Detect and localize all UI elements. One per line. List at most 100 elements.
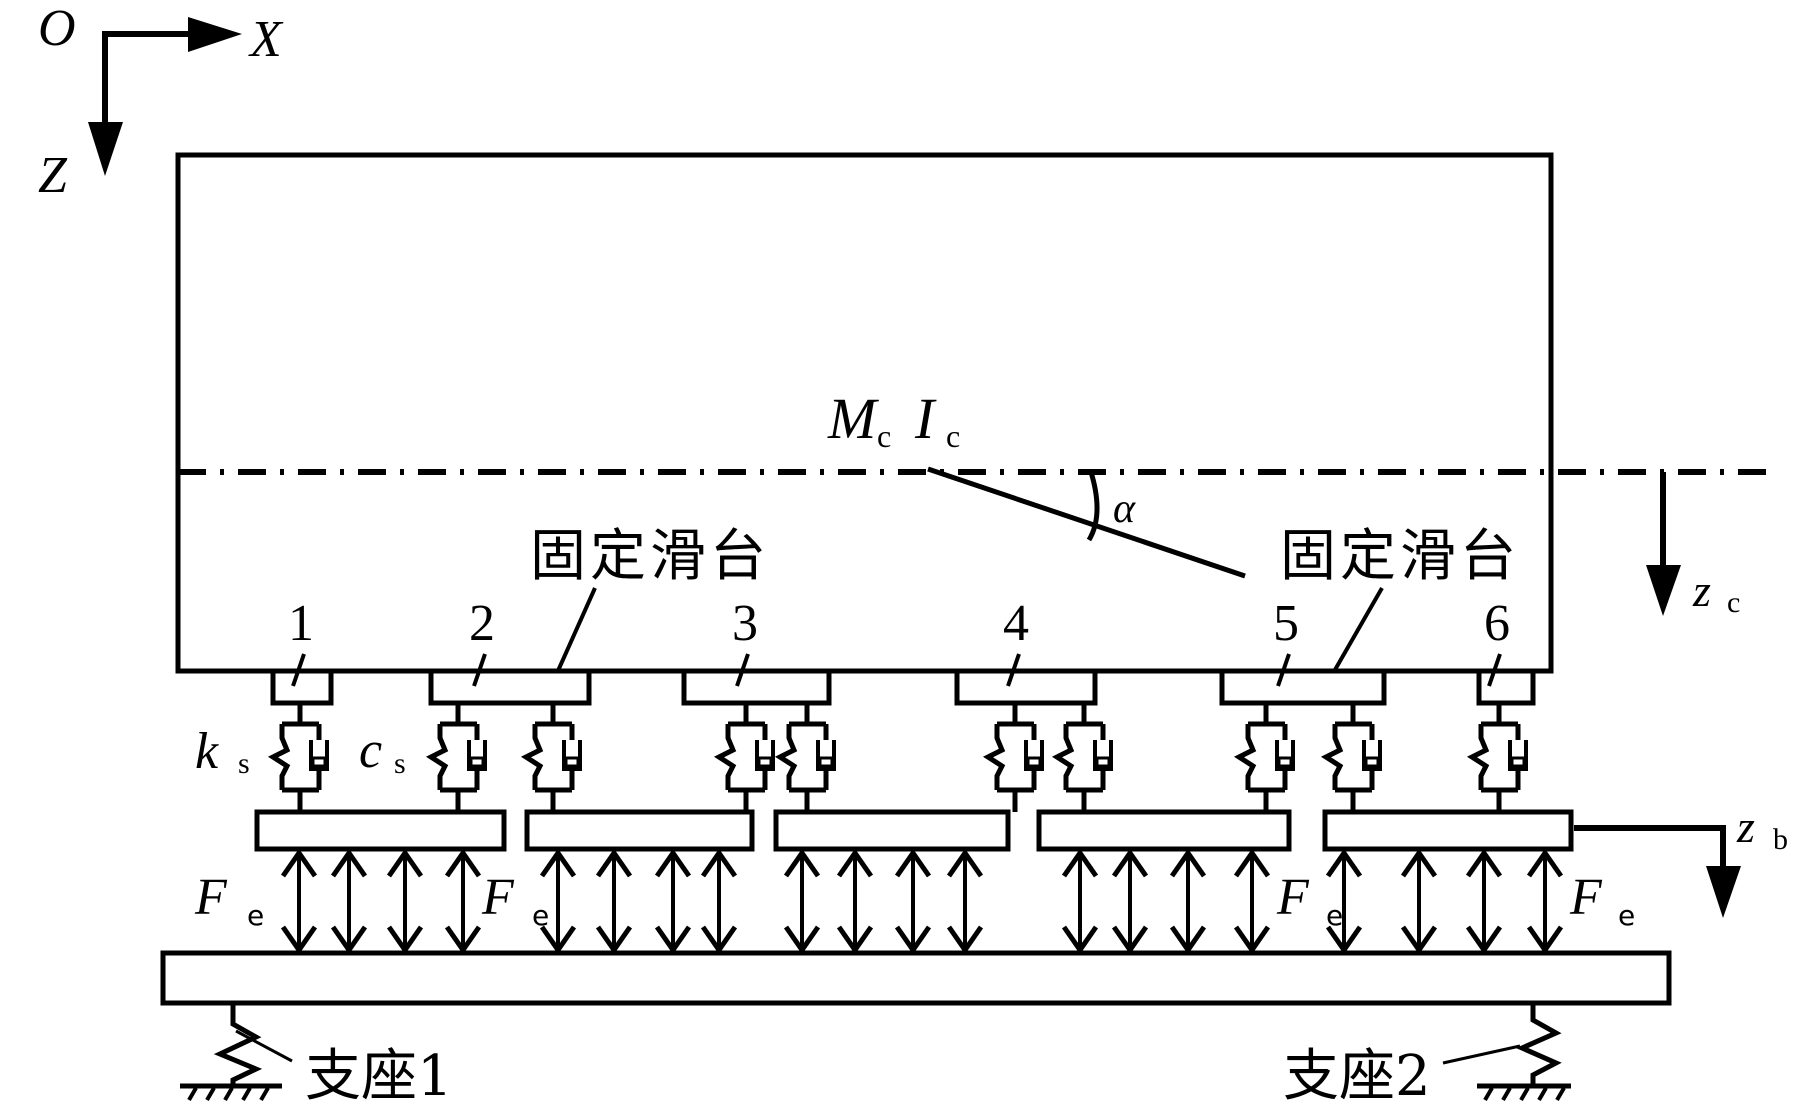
zc-arrowhead-icon: [1646, 565, 1681, 616]
electromagnetic-force-arrows: [280, 848, 1564, 955]
module-number-4: 4: [1003, 595, 1029, 652]
spring-icon: [1320, 724, 1344, 790]
x-arrowhead-icon: [188, 17, 242, 52]
car-mass-label: M: [827, 386, 879, 451]
x-axis-label: X: [248, 11, 284, 68]
fixed-slide-label-right: 固定滑台: [1280, 524, 1520, 589]
support-2-hatch: [1483, 1086, 1566, 1102]
force-arrow: [783, 848, 821, 955]
spring-damper-unit: [520, 703, 582, 812]
car-inertia-label: I: [914, 386, 937, 451]
force-arrow: [836, 848, 874, 955]
electromagnet-modules: [254, 809, 1574, 852]
module-number-leader-3: [735, 653, 750, 687]
support-2-label: 支座2: [1283, 1044, 1431, 1109]
pitch-angle-arc: [1086, 471, 1100, 542]
electromagnet-4: [1036, 809, 1292, 852]
spring-damper-unit: [1233, 703, 1295, 812]
support-1-spring: [213, 1003, 263, 1085]
zb-label: z: [1736, 801, 1755, 852]
spring-damper-unit: [1051, 703, 1113, 812]
zb-arrow-shaft: [1574, 825, 1726, 876]
electromagnet-3: [773, 809, 1011, 852]
support-2-spring: [1515, 1003, 1562, 1085]
force-arrow: [280, 848, 318, 955]
force-arrow: [1400, 848, 1438, 955]
zc-sub: c: [1727, 586, 1740, 619]
force-sub-3: e: [1326, 899, 1343, 932]
force-label-3: F: [1276, 869, 1310, 926]
force-arrow: [654, 848, 692, 955]
bogie-vertical-displacement: z b: [1574, 801, 1788, 918]
spring-icon: [520, 724, 544, 790]
sliding-table-6: [1476, 668, 1536, 706]
electromagnet-2: [524, 809, 755, 852]
support-1-label: 支座1: [305, 1044, 453, 1109]
spring-icon: [1466, 724, 1490, 790]
force-sub-2: e: [532, 899, 549, 932]
spring-damper-unit: [982, 703, 1044, 812]
module-number-leader-6: [1487, 653, 1502, 687]
force-arrow: [444, 848, 482, 955]
support-2: 支座2: [1283, 1003, 1571, 1109]
spring-damper-unit: [267, 703, 329, 812]
spring-icon: [425, 724, 449, 790]
coordinate-axes: O X Z: [38, 0, 284, 204]
pitch-line: [927, 466, 1246, 579]
force-arrow: [946, 848, 984, 955]
spring-damper-unit: [774, 703, 836, 812]
module-number-leader-5: [1276, 653, 1291, 687]
force-arrow: [1061, 848, 1099, 955]
force-label-1: F: [194, 869, 228, 926]
force-sub-4: e: [1618, 899, 1635, 932]
force-label-4: F: [1569, 869, 1603, 926]
stiffness-sub: s: [238, 747, 250, 780]
electromagnet-1: [254, 809, 507, 852]
x-axis-arrow: [102, 31, 190, 159]
damping-sub: s: [394, 747, 406, 780]
module-number-leader-1: [291, 653, 306, 687]
force-arrow: [386, 848, 424, 955]
support-1-leader: [235, 1029, 293, 1063]
support-1: 支座1: [180, 1003, 453, 1109]
spring-damper-unit: [1320, 703, 1382, 812]
force-sub-1: e: [247, 899, 264, 932]
sliding-table-4: [954, 668, 1098, 706]
force-arrow: [894, 848, 932, 955]
car-body: [175, 152, 1554, 674]
electromagnet-5: [1322, 809, 1574, 852]
force-arrow: [330, 848, 368, 955]
force-arrow: [1233, 848, 1271, 955]
module-number-5: 5: [1273, 595, 1299, 652]
force-arrow: [700, 848, 738, 955]
module-number-leader-4: [1006, 653, 1021, 687]
spring-icon: [982, 724, 1006, 790]
module-number-6: 6: [1484, 595, 1510, 652]
spring-damper-unit: [713, 703, 775, 812]
zb-arrowhead-icon: [1706, 866, 1741, 918]
force-arrow: [539, 848, 577, 955]
spring-icon: [267, 724, 291, 790]
force-arrow: [1526, 848, 1564, 955]
z-arrowhead-icon: [88, 122, 123, 176]
module-number-leader-2: [472, 653, 487, 687]
force-arrow: [1169, 848, 1207, 955]
fixed-slide-leader-right: [1326, 587, 1384, 683]
damping-label: c: [359, 722, 382, 779]
module-number-1: 1: [288, 595, 314, 652]
force-arrow: [1111, 848, 1149, 955]
sliding-table-5: [1219, 668, 1387, 706]
origin-label: O: [38, 0, 76, 57]
force-arrow: [1325, 848, 1363, 955]
car-inertia-sub: c: [946, 418, 960, 454]
force-label-2: F: [481, 869, 515, 926]
sliding-table-1: [270, 668, 334, 706]
car-mass-sub: c: [877, 418, 891, 454]
spring-icon: [1233, 724, 1257, 790]
zc-label: z: [1692, 565, 1711, 616]
stiffness-label: k: [195, 723, 219, 780]
spring-icon: [713, 724, 737, 790]
spring-damper-unit: [1466, 703, 1528, 812]
